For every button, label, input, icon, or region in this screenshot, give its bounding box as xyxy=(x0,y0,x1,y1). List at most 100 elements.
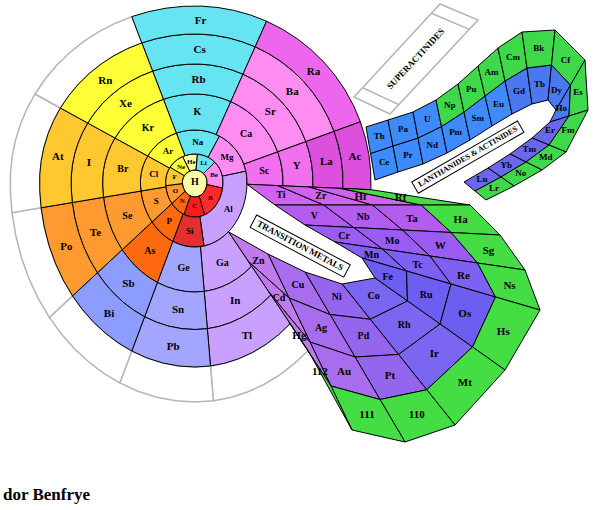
cell-outline xyxy=(288,321,352,430)
element-symbol: Co xyxy=(368,291,380,301)
element-symbol: Pt xyxy=(385,370,395,381)
element-symbol: Rh xyxy=(398,320,411,330)
element-symbol: Li xyxy=(200,160,207,167)
cell-outline xyxy=(207,295,290,366)
element-symbol: O xyxy=(173,188,178,195)
cell-outline xyxy=(522,30,555,68)
element-symbol: N xyxy=(180,198,185,205)
element-symbol: Tb xyxy=(534,80,545,89)
element-cell: 111 xyxy=(330,385,407,444)
element-symbol: Rb xyxy=(192,74,206,85)
element-symbol: Sc xyxy=(259,166,269,176)
cell-outline xyxy=(40,108,88,208)
element-symbol: Ns xyxy=(503,280,515,291)
element-cell: Es xyxy=(568,59,590,118)
element-symbol: Sg xyxy=(483,245,495,256)
element-symbol: Mg xyxy=(220,153,233,162)
element-symbol: C xyxy=(192,203,197,210)
element-symbol: Ti xyxy=(276,190,285,200)
element-cell: Tl xyxy=(206,293,293,368)
element-symbol: Sr xyxy=(265,106,276,117)
element-symbol: Gd xyxy=(513,87,525,96)
cell-outline xyxy=(475,177,514,200)
cell-shape xyxy=(130,5,269,49)
element-symbol: Ba xyxy=(286,86,299,97)
element-symbol: Zn xyxy=(252,256,264,266)
element-symbol: Al xyxy=(224,205,233,214)
element-symbol: Cs xyxy=(194,44,206,55)
element-symbol: Mo xyxy=(385,236,399,246)
element-symbol: Nb xyxy=(357,212,370,222)
element-symbol: Ni xyxy=(332,292,342,302)
element-symbol: Ru xyxy=(420,290,433,300)
element-symbol: Tm xyxy=(523,145,537,154)
element-symbol: V xyxy=(311,211,318,221)
element-symbol: Xe xyxy=(119,98,132,109)
element-symbol: Kr xyxy=(142,123,154,133)
element-symbol: Hs xyxy=(497,326,510,337)
element-symbol: Cf xyxy=(561,56,571,65)
element-symbol: 112 xyxy=(312,366,328,377)
element-symbol: Fe xyxy=(382,272,393,282)
element-symbol: Pm xyxy=(449,128,462,137)
element-symbol: Ce xyxy=(379,158,390,167)
element-cell: Rf xyxy=(338,187,472,207)
element-symbol: Re xyxy=(457,270,470,281)
element-cell: Ra xyxy=(254,20,363,134)
element-symbol: Lu xyxy=(476,175,487,184)
element-symbol: Pr xyxy=(403,151,413,160)
element-symbol: P xyxy=(166,217,172,226)
element-symbol: Ar xyxy=(163,147,174,156)
cell-outline xyxy=(132,6,267,47)
cell-outline xyxy=(41,203,97,296)
element-symbol: H xyxy=(191,177,199,187)
element-cell: Po xyxy=(40,201,100,298)
element-symbol: Au xyxy=(337,366,351,377)
element-symbol: Cl xyxy=(149,170,158,179)
element-symbol: Y xyxy=(293,160,301,171)
element-symbol: Ne xyxy=(177,164,185,171)
element-symbol: Ge xyxy=(177,263,189,273)
element-symbol: Pa xyxy=(398,125,408,134)
element-symbol: Rn xyxy=(98,75,112,86)
element-symbol: Pu xyxy=(466,85,477,94)
element-symbol: He xyxy=(187,159,196,166)
element-symbol: Ca xyxy=(240,129,252,139)
element-symbol: Fm xyxy=(562,126,575,135)
cell-outline xyxy=(334,122,371,190)
element-cell: 112 xyxy=(287,319,354,432)
element-symbol: Rf xyxy=(395,192,407,203)
element-symbol: Md xyxy=(539,153,553,162)
element-symbol: Si xyxy=(186,227,194,236)
element-symbol: Yb xyxy=(500,161,512,170)
element-cell: Fr xyxy=(130,5,269,49)
element-symbol: Be xyxy=(210,172,218,179)
element-symbol: Ir xyxy=(430,348,439,359)
element-symbol: Se xyxy=(122,211,132,221)
element-symbol: Po xyxy=(60,241,72,252)
element-symbol: Br xyxy=(117,164,128,174)
element-symbol: Cu xyxy=(292,280,305,290)
element-symbol: F xyxy=(172,174,176,181)
cell-outline xyxy=(244,152,283,186)
element-symbol: Cr xyxy=(338,231,350,241)
element-cell: Lr xyxy=(474,176,516,202)
element-symbol: Na xyxy=(192,138,203,147)
element-symbol: Pd xyxy=(358,331,370,341)
element-symbol: Am xyxy=(485,68,499,77)
element-symbol: Tc xyxy=(412,260,422,270)
element-symbol: Ag xyxy=(315,323,327,333)
element-symbol: Dy xyxy=(551,86,562,95)
element-symbol: Ta xyxy=(406,213,418,224)
element-symbol: Zr xyxy=(315,191,326,201)
cell-outline xyxy=(132,317,211,367)
cell-outline xyxy=(340,188,470,205)
element-symbol: At xyxy=(52,151,64,162)
element-symbol: La xyxy=(320,156,333,167)
element-symbol: U xyxy=(424,115,431,124)
element-cell: Rn xyxy=(59,41,155,125)
element-cell: Ha xyxy=(420,204,502,237)
element-symbol: Np xyxy=(444,101,456,110)
element-symbol: Mt xyxy=(458,377,472,388)
element-symbol: Th xyxy=(374,132,385,141)
